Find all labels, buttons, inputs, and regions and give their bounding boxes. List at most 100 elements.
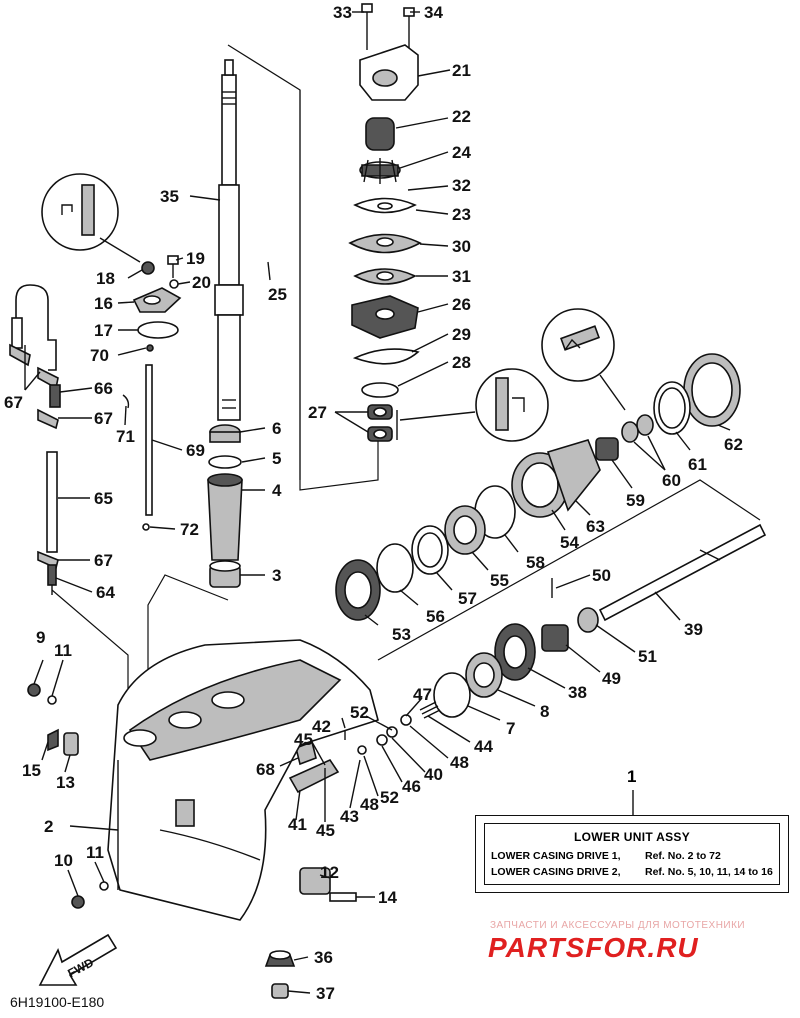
assembly-number: 1 — [627, 767, 637, 786]
callout-67-bottom: 67 — [94, 551, 113, 570]
callout-69: 69 — [186, 441, 205, 460]
callout-54: 54 — [560, 533, 579, 552]
water-pump-stack — [348, 3, 422, 442]
callout-33: 33 — [333, 3, 352, 22]
callout-28: 28 — [452, 353, 471, 372]
callout-57: 57 — [458, 589, 477, 608]
drive-shaft — [214, 59, 244, 421]
callout-32: 32 — [452, 176, 471, 195]
legend-row-name: LOWER CASING DRIVE 1, — [491, 850, 621, 862]
callout-27: 27 — [308, 403, 327, 422]
callout-66: 66 — [94, 379, 113, 398]
callout-67-mid: 67 — [94, 409, 113, 428]
callout-61: 61 — [688, 455, 707, 474]
callout-59: 59 — [626, 491, 645, 510]
callout-24: 24 — [452, 143, 471, 162]
callout-60: 60 — [662, 471, 681, 490]
callout-67-top: 67 — [4, 393, 23, 412]
legend-box: LOWER UNIT ASSY LOWER CASING DRIVE 1, Ref… — [484, 823, 780, 885]
callout-63: 63 — [586, 517, 605, 536]
callout-62: 62 — [724, 435, 743, 454]
callout-23: 23 — [452, 205, 471, 224]
legend-title: LOWER UNIT ASSY — [573, 830, 691, 844]
callout-21: 21 — [452, 61, 471, 80]
legend-row: LOWER CASING DRIVE 1, Ref. No. 2 to 72 — [491, 850, 721, 862]
impeller — [359, 158, 401, 184]
callout-35: 35 — [160, 187, 179, 206]
callout-50: 50 — [592, 566, 611, 585]
callout-42: 42 — [312, 717, 331, 736]
callout-48-right: 48 — [450, 753, 469, 772]
callout-25: 25 — [268, 285, 287, 304]
callout-13: 13 — [56, 773, 75, 792]
callout-65: 65 — [94, 489, 113, 508]
callout-47: 47 — [413, 685, 432, 704]
callout-11-top: 11 — [54, 641, 72, 660]
callout-68: 68 — [256, 760, 275, 779]
callout-14: 14 — [378, 888, 397, 907]
lower-casing — [107, 639, 379, 921]
callout-64: 64 — [96, 583, 115, 602]
callout-37: 37 — [316, 984, 335, 1003]
callout-58: 58 — [526, 553, 545, 572]
callout-19: 19 — [186, 249, 205, 268]
callout-40: 40 — [424, 765, 443, 784]
legend-row-name: LOWER CASING DRIVE 2, — [491, 866, 621, 878]
callout-46: 46 — [402, 777, 421, 796]
callout-16: 16 — [94, 294, 113, 313]
assembly-legend: LOWER UNIT ASSY LOWER CASING DRIVE 1, Ref… — [475, 815, 789, 893]
callout-20: 20 — [192, 273, 211, 292]
callout-6: 6 — [272, 419, 281, 438]
callout-52-top: 52 — [350, 703, 369, 722]
callout-9: 9 — [36, 628, 45, 647]
callout-2: 2 — [44, 817, 53, 836]
legend-row: LOWER CASING DRIVE 2, Ref. No. 5, 10, 11,… — [491, 866, 773, 878]
callout-52-bottom: 52 — [380, 788, 399, 807]
callout-56: 56 — [426, 607, 445, 626]
shaft-bearings — [207, 424, 243, 588]
callout-45-bottom: 45 — [316, 821, 335, 840]
callout-36: 36 — [314, 948, 333, 967]
callout-34: 34 — [424, 3, 443, 22]
callout-26: 26 — [452, 295, 471, 314]
callout-70: 70 — [90, 346, 109, 365]
watermark-caption: ЗАПЧАСТИ И АКСЕССУАРЫ ДЛЯ МОТОТЕХНИКИ — [490, 920, 746, 931]
leader-lines — [24, 11, 731, 994]
fwd-arrow: FWD — [38, 933, 118, 986]
callout-3: 3 — [272, 566, 281, 585]
callout-12: 12 — [320, 863, 339, 882]
callout-71: 71 — [116, 427, 135, 446]
gear-case-internals — [288, 308, 767, 794]
callout-29: 29 — [452, 325, 471, 344]
legend-row-refs: Ref. No. 5, 10, 11, 14 to 16 — [645, 866, 773, 878]
callout-53: 53 — [392, 625, 411, 644]
callout-72: 72 — [180, 520, 199, 539]
callout-49: 49 — [602, 669, 621, 688]
callout-10: 10 — [54, 851, 73, 870]
callout-18: 18 — [96, 269, 115, 288]
catalog-code: 6H19100-E180 — [10, 994, 105, 1010]
callout-30: 30 — [452, 237, 471, 256]
legend-row-refs: Ref. No. 2 to 72 — [645, 850, 721, 862]
guide-lines — [51, 44, 761, 720]
callout-11-bottom: 11 — [86, 843, 104, 862]
callout-7: 7 — [506, 719, 515, 738]
callout-4: 4 — [272, 481, 282, 500]
callout-41: 41 — [288, 815, 307, 834]
callout-44: 44 — [474, 737, 493, 756]
callout-51: 51 — [638, 647, 657, 666]
callout-31: 31 — [452, 267, 471, 286]
callout-55: 55 — [490, 571, 509, 590]
callout-38: 38 — [568, 683, 587, 702]
callout-39: 39 — [684, 620, 703, 639]
callout-17: 17 — [94, 321, 113, 340]
shift-rod-parts — [9, 173, 182, 595]
callout-43: 43 — [340, 807, 359, 826]
callout-labels: 33 34 21 22 24 32 23 30 31 26 29 28 27 3… — [4, 3, 743, 1003]
callout-8: 8 — [540, 702, 549, 721]
callout-22: 22 — [452, 107, 471, 126]
callout-48-left: 48 — [360, 795, 379, 814]
callout-15: 15 — [22, 761, 41, 780]
callout-45-top: 45 — [294, 730, 313, 749]
